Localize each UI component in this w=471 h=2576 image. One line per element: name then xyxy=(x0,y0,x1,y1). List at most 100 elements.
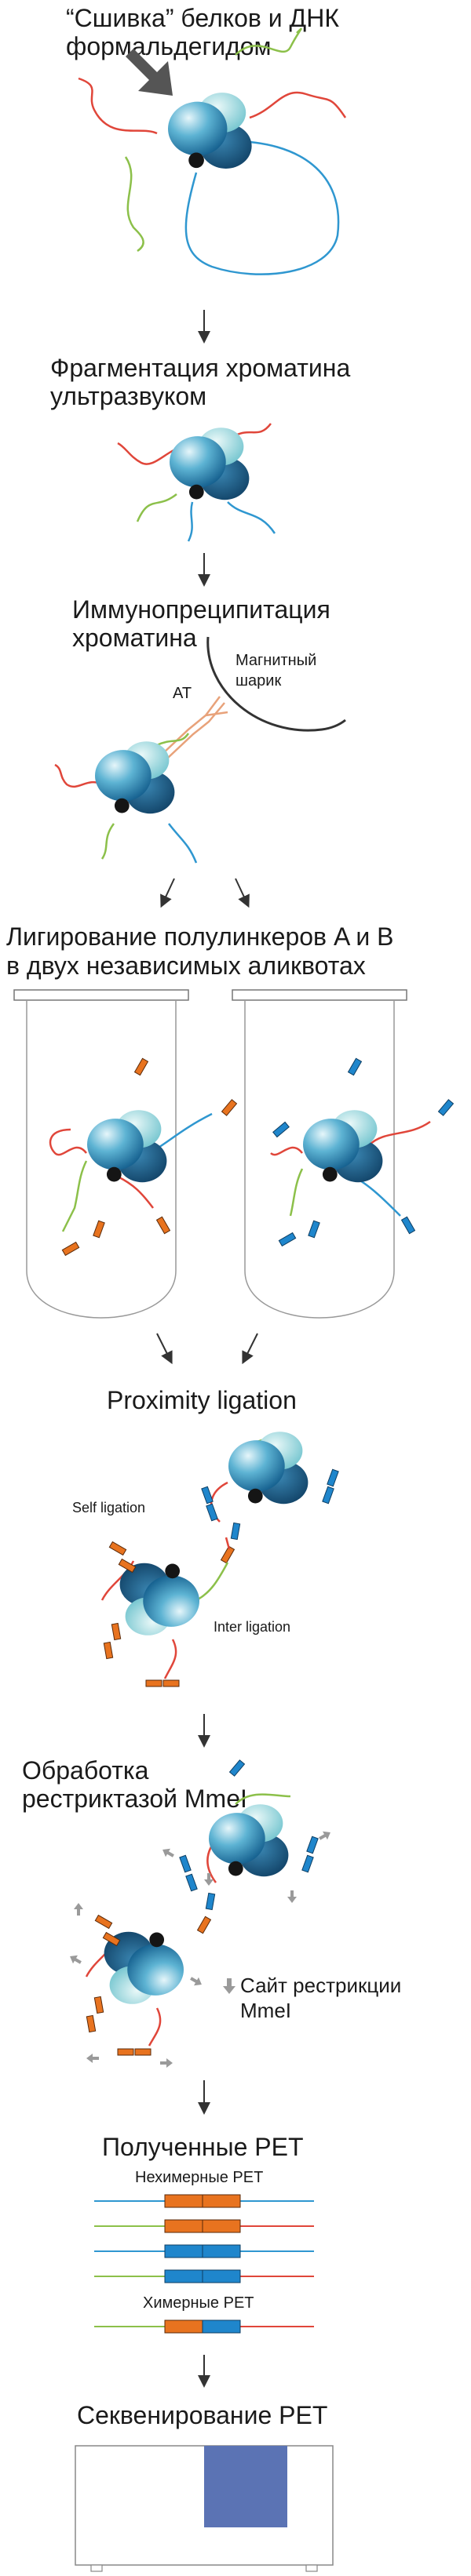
bead-label-line1: Магнитный xyxy=(236,652,316,669)
step-linker-ligation: Лигирование полулинкеров A и B в двух не… xyxy=(6,922,455,1319)
down-arrow-icon xyxy=(160,878,175,908)
restriction-site-arrow-icon xyxy=(223,1978,236,1994)
linker-a xyxy=(93,1996,104,2014)
tube-b xyxy=(244,1000,395,1319)
restriction-site-arrow-icon xyxy=(319,1831,330,1840)
restriction-site-arrow-icon xyxy=(86,2054,99,2063)
bead-label-line2: шарик xyxy=(236,672,281,689)
linker-b xyxy=(308,1220,320,1239)
linker-a xyxy=(162,1679,180,1687)
dna-fragment-green-2 xyxy=(100,823,115,860)
restriction-site-arrow-icon xyxy=(70,1955,82,1964)
step8-title: Секвенирование PET xyxy=(77,2401,327,2429)
dna-strand-red xyxy=(249,91,347,119)
step-pets: Полученные PET Нехимерные PET xyxy=(94,2133,314,2334)
nucleosome-complex xyxy=(119,1563,199,1635)
linker-a xyxy=(102,1931,121,1947)
self-ligation-label: Self ligation xyxy=(72,1500,145,1515)
step5-title: Proximity ligation xyxy=(107,1386,297,1414)
dna-fragment-green xyxy=(156,733,190,747)
linker-b xyxy=(230,1522,241,1541)
linker-a-group xyxy=(86,1914,152,2056)
linker-b xyxy=(185,1873,198,1892)
linker-a xyxy=(94,1914,113,1930)
step6-title-line2: рестриктазой MmeI xyxy=(22,1785,247,1813)
antibody-icon xyxy=(162,696,228,759)
linker-b-group xyxy=(201,1468,339,1541)
linker-a xyxy=(111,1622,122,1641)
nucleosome-complex xyxy=(209,1804,289,1877)
step2-title-line1: Фрагментация хроматина xyxy=(50,354,350,382)
linker-a xyxy=(93,1220,105,1239)
linker-a xyxy=(117,2048,134,2056)
step-immunoprecipitation: Иммунопреципитация хроматина Магнитный ш… xyxy=(54,595,346,864)
linker-a xyxy=(145,1679,162,1687)
step4-title-line2: в двух независимых аликвотах xyxy=(6,951,366,980)
linker-a xyxy=(61,1241,80,1257)
pet-row xyxy=(94,2244,314,2258)
linker-b-group xyxy=(272,1057,455,1247)
linker-a xyxy=(133,1057,149,1076)
step4-title-line1: Лигирование полулинкеров A и B xyxy=(6,922,394,951)
linker-b xyxy=(228,1759,246,1777)
step-sequencing: Секвенирование PET xyxy=(75,2401,334,2572)
dna-fragment-blue xyxy=(352,1175,401,1217)
nucleosome-complex xyxy=(228,1432,309,1504)
linker-a xyxy=(155,1216,171,1235)
linker-b xyxy=(205,1892,216,1911)
step-mmei-digestion: Обработка рестриктазой MmeI xyxy=(22,1756,401,2068)
linker-a-group xyxy=(61,1057,238,1257)
restriction-arrows xyxy=(70,1831,330,2068)
down-arrow-icon xyxy=(242,1333,258,1365)
linker-a xyxy=(134,2048,152,2056)
dna-fragment-red-2 xyxy=(148,2007,162,2047)
tube-b-rim xyxy=(232,989,407,1001)
down-arrow-icon xyxy=(156,1333,173,1365)
nucleosome-complex xyxy=(168,93,252,169)
dna-strand-red-2 xyxy=(78,77,158,135)
tube-a xyxy=(26,1000,177,1319)
dna-fragment-red xyxy=(270,1146,303,1156)
linker-b xyxy=(179,1854,192,1873)
step7-title: Полученные PET xyxy=(102,2133,304,2161)
linker-b xyxy=(206,1503,218,1522)
linker-a xyxy=(196,1916,212,1934)
dna-fragment-red xyxy=(54,763,103,788)
dna-fragment-red-2 xyxy=(163,1639,177,1679)
legend-line2: MmeI xyxy=(240,1999,291,2022)
nucleosome-complex xyxy=(87,1110,167,1183)
chimeric-label: Химерные PET xyxy=(143,2294,254,2312)
step-crosslinking: “Сшивка” белков и ДНК формальдегидом xyxy=(66,4,347,275)
linker-b xyxy=(437,1099,455,1116)
magnetic-bead xyxy=(206,636,346,732)
step6-title-line1: Обработка xyxy=(22,1756,149,1785)
restriction-site-arrow-icon xyxy=(287,1890,297,1903)
dna-fragment-red-2 xyxy=(235,423,272,437)
linker-b xyxy=(272,1121,290,1138)
dna-fragment-blue-2 xyxy=(187,501,194,542)
linker-b xyxy=(278,1232,297,1247)
linker-a xyxy=(108,1541,127,1556)
linker-a xyxy=(103,1641,114,1660)
restriction-site-arrow-icon xyxy=(160,2058,173,2068)
dna-fragment-green xyxy=(289,1168,304,1217)
pet-row-chimeric xyxy=(94,2319,314,2334)
sequencer-foot xyxy=(305,2564,318,2572)
dna-loop-blue xyxy=(184,140,340,275)
pet-row xyxy=(94,2269,314,2283)
linker-b-group xyxy=(179,1759,319,1911)
linker-b xyxy=(347,1057,363,1076)
linker-b xyxy=(301,1854,314,1873)
linker-a xyxy=(220,1545,236,1564)
dna-fragment-red xyxy=(49,1128,87,1156)
nucleosome-complex xyxy=(170,428,250,500)
restriction-site-arrow-icon xyxy=(162,1848,174,1857)
dna-fragment-green xyxy=(61,1160,88,1232)
step1-title-line2: формальдегидом xyxy=(66,32,272,60)
linker-b xyxy=(201,1486,214,1504)
restriction-site-arrow-icon xyxy=(204,1873,214,1886)
dna-fragment-blue xyxy=(168,823,198,864)
sequencer-well xyxy=(204,2446,287,2527)
sequencer-foot xyxy=(90,2564,103,2572)
linker-a xyxy=(118,1558,137,1574)
